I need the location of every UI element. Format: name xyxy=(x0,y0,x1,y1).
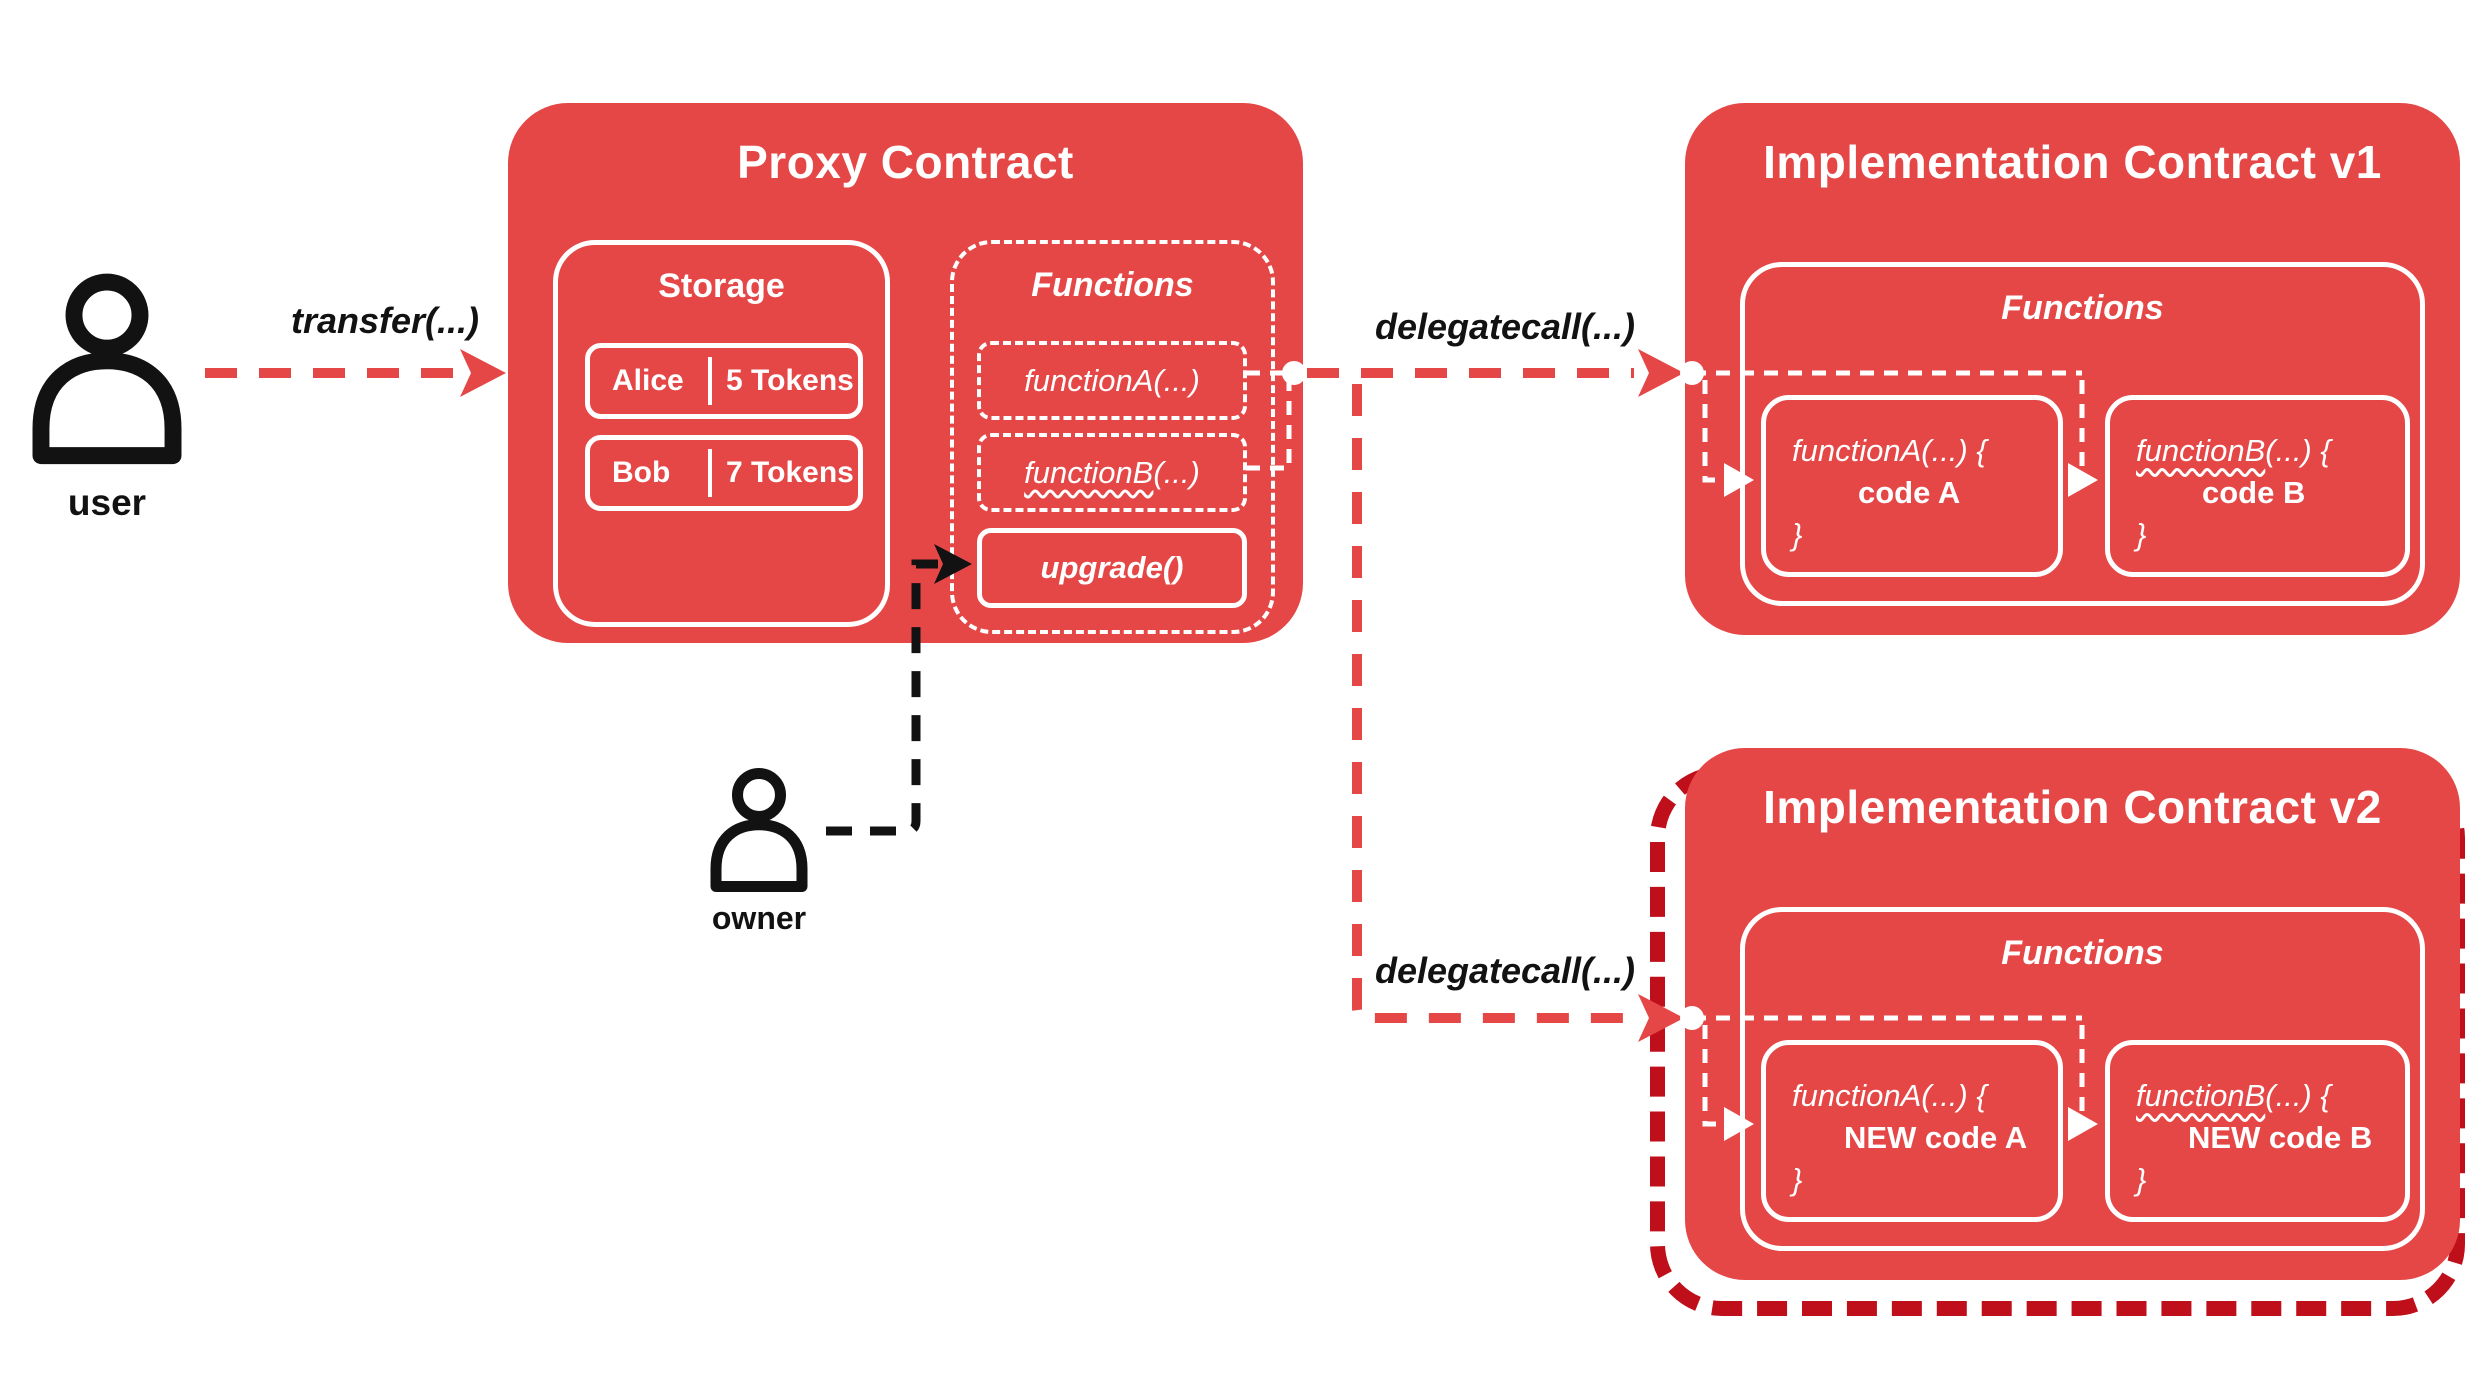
user-icon xyxy=(22,266,192,481)
code-body: code B xyxy=(2202,474,2306,510)
proxy-function-a: functionA(...) xyxy=(977,341,1247,420)
divider xyxy=(708,449,712,497)
delegatecall-v2-label: delegatecall(...) xyxy=(1374,950,1636,991)
proxy-storage-title: Storage xyxy=(658,267,785,305)
owner-label: owner xyxy=(711,900,807,936)
transfer-label: transfer(...) xyxy=(290,300,480,341)
impl-v1-function-a: functionA(...) { code A } xyxy=(1761,395,2063,577)
impl-v2-box: Implementation Contract v2 Functions fun… xyxy=(1685,748,2460,1280)
storage-row-bob: Bob 7 Tokens xyxy=(585,435,863,511)
proxy-upgrade-function: upgrade() xyxy=(977,528,1247,608)
proxy-contract-title: Proxy Contract xyxy=(737,136,1074,188)
storage-row-name: Alice xyxy=(612,364,684,397)
code-body: code A xyxy=(1858,474,1961,510)
proxy-functions-title: Functions xyxy=(1031,266,1194,304)
proxy-function-b: functionB(...) xyxy=(977,433,1247,512)
divider xyxy=(708,357,712,405)
impl-v1-functions-title: Functions xyxy=(2001,289,2164,327)
transfer-arrow xyxy=(205,349,506,397)
signature-name: functionB xyxy=(2136,433,2266,468)
storage-row-alice: Alice 5 Tokens xyxy=(585,343,863,419)
impl-v1-functions-box: Functions functionA(...) { code A } func… xyxy=(1740,262,2425,606)
impl-v2-function-b: functionB(...) { NEW code B } xyxy=(2105,1040,2410,1222)
proxy-storage-box: Storage Alice 5 Tokens Bob 7 Tokens xyxy=(553,240,890,627)
code-body: NEW code A xyxy=(1844,1119,2028,1155)
closing-brace: } xyxy=(1792,516,1803,552)
proxy-functions-group: Functions functionA(...) functionB(...) … xyxy=(950,240,1275,634)
storage-row-tokens: 5 Tokens xyxy=(726,364,854,397)
proxy-function-b-args: (...) xyxy=(1153,454,1200,490)
impl-v2-title: Implementation Contract v2 xyxy=(1763,781,2382,833)
user-label: user xyxy=(67,482,147,523)
storage-row-name: Bob xyxy=(612,456,671,489)
delegatecall-v2-arrow xyxy=(1352,384,1684,1042)
delegatecall-v1-arrow xyxy=(1307,349,1684,397)
owner-icon xyxy=(700,763,818,903)
closing-brace: } xyxy=(2136,516,2147,552)
impl-v1-title: Implementation Contract v1 xyxy=(1763,136,2382,188)
proxy-contract-box: Proxy Contract Storage Alice 5 Tokens Bo… xyxy=(508,103,1303,643)
impl-v1-function-b: functionB(...) { code B } xyxy=(2105,395,2410,577)
delegatecall-v1-label: delegatecall(...) xyxy=(1374,306,1636,347)
impl-v2-function-a: functionA(...) { NEW code A } xyxy=(1761,1040,2063,1222)
impl-v2-functions-box: Functions functionA(...) { NEW code A } … xyxy=(1740,907,2425,1251)
signature-name: functionB xyxy=(2136,1078,2266,1113)
impl-v2-functions-title: Functions xyxy=(2001,934,2164,972)
code-body: NEW code B xyxy=(2188,1119,2373,1155)
signature: functionA(...) { xyxy=(1792,1078,1987,1113)
signature-args: (...) { xyxy=(2265,1078,2331,1113)
signature: functionA(...) { xyxy=(1792,433,1987,468)
closing-brace: } xyxy=(1792,1161,1803,1197)
proxy-function-a-label: functionA(...) xyxy=(1024,362,1200,398)
closing-brace: } xyxy=(2136,1161,2147,1197)
proxy-function-b-name: functionB xyxy=(1024,454,1154,490)
storage-row-tokens: 7 Tokens xyxy=(726,456,854,489)
proxy-upgrade-label: upgrade() xyxy=(1040,550,1184,585)
signature-args: (...) { xyxy=(2265,433,2331,468)
impl-v1-box: Implementation Contract v1 Functions fun… xyxy=(1685,103,2460,635)
